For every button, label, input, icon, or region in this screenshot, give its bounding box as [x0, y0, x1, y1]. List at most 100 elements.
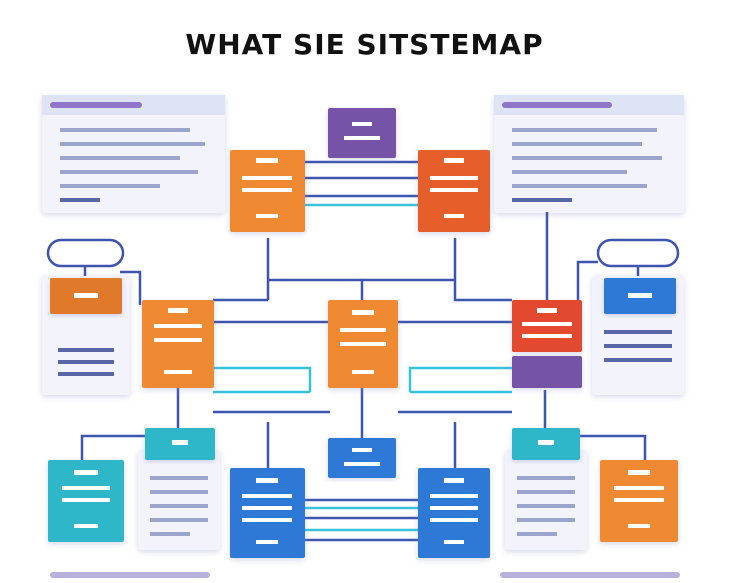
node-line: [430, 176, 478, 180]
node-line: [256, 478, 278, 483]
node-line: [256, 158, 278, 163]
node-center-orange: [328, 300, 398, 388]
node-bottom-right-blue: [418, 468, 490, 558]
text-line: [517, 532, 557, 536]
node-line: [344, 462, 380, 466]
node-line: [538, 440, 554, 445]
text-line: [512, 170, 627, 174]
node-line: [352, 310, 374, 315]
node-line: [628, 293, 652, 298]
node-line: [430, 494, 478, 498]
text-line: [512, 184, 647, 188]
node-line: [352, 448, 372, 452]
node-bottom-right-orange: [600, 460, 678, 542]
text-line: [58, 360, 114, 364]
node-line: [256, 214, 278, 218]
node-line: [444, 478, 464, 483]
node-line: [172, 440, 188, 445]
connector: [120, 270, 142, 305]
node-box: [230, 468, 305, 558]
node-box: [418, 468, 490, 558]
node-line: [154, 338, 202, 342]
text-line: [60, 156, 180, 160]
node-line: [444, 214, 464, 218]
node-line: [340, 342, 386, 346]
node-line: [614, 486, 664, 490]
node-line: [242, 176, 292, 180]
text-line: [150, 504, 208, 508]
text-line: [150, 532, 190, 536]
text-line: [150, 490, 208, 494]
connector: [453, 238, 512, 302]
node-line: [242, 518, 292, 522]
page-title: WHAT SIE SITSTEMAP: [185, 28, 544, 61]
connector: [80, 434, 145, 460]
node-right-teal-tab: [512, 428, 580, 460]
node-upper-right-red: [418, 150, 490, 232]
panel-accent-bar: [50, 102, 142, 108]
node-box-purple-base: [512, 356, 582, 388]
node-mid-right-red: [512, 300, 582, 388]
node-bottom-left-teal: [48, 460, 124, 542]
top-left-document: [42, 95, 225, 213]
node-line: [62, 486, 110, 490]
node-center-small-blue: [328, 438, 396, 478]
text-line: [604, 330, 672, 334]
connector: [576, 260, 598, 300]
node-line: [537, 308, 557, 313]
node-line: [74, 524, 98, 528]
node-line: [168, 308, 188, 313]
text-line: [60, 184, 160, 188]
node-mid-left-orange: [142, 300, 214, 388]
node-line: [256, 540, 278, 544]
node-line: [444, 540, 464, 544]
node-line: [62, 498, 110, 502]
text-line: [517, 504, 575, 508]
connectors-light: [213, 203, 512, 532]
text-line: [150, 476, 208, 480]
left-pill: [46, 238, 125, 268]
connector: [213, 366, 312, 392]
text-line: [60, 142, 205, 146]
panel-body: [138, 450, 220, 550]
node-line: [352, 370, 374, 374]
text-line: [60, 128, 190, 132]
right-pill: [596, 238, 680, 268]
text-line: [517, 490, 575, 494]
text-line: [60, 198, 100, 202]
text-line: [150, 518, 208, 522]
node-line: [340, 328, 386, 332]
text-line: [60, 170, 198, 174]
text-line: [517, 518, 575, 522]
bottom-edge-bar: [50, 572, 210, 578]
node-line: [242, 494, 292, 498]
node-left-small-orange: [50, 278, 122, 314]
node-left-teal-tab: [145, 428, 215, 460]
text-line: [517, 476, 575, 480]
text-line: [58, 348, 114, 352]
top-right-document: [494, 95, 684, 213]
panel-body: [505, 450, 587, 550]
text-line: [512, 142, 642, 146]
node-right-small-blue: [604, 278, 676, 314]
node-line: [430, 506, 478, 510]
node-line: [522, 334, 572, 338]
bottom-left-card: [138, 450, 220, 550]
text-line: [604, 358, 672, 362]
connectors-dark: [80, 150, 647, 542]
text-line: [512, 128, 657, 132]
bottom-edge-bar: [500, 572, 680, 578]
panel-body: [494, 95, 684, 213]
connector: [580, 434, 647, 460]
node-box: [142, 300, 214, 388]
node-line: [74, 293, 98, 298]
node-line: [628, 470, 650, 475]
node-line: [242, 188, 292, 192]
node-box: [328, 108, 396, 158]
bottom-right-card: [505, 450, 587, 550]
text-line: [58, 372, 114, 376]
node-line: [352, 122, 372, 126]
node-bottom-left-blue: [230, 468, 305, 558]
